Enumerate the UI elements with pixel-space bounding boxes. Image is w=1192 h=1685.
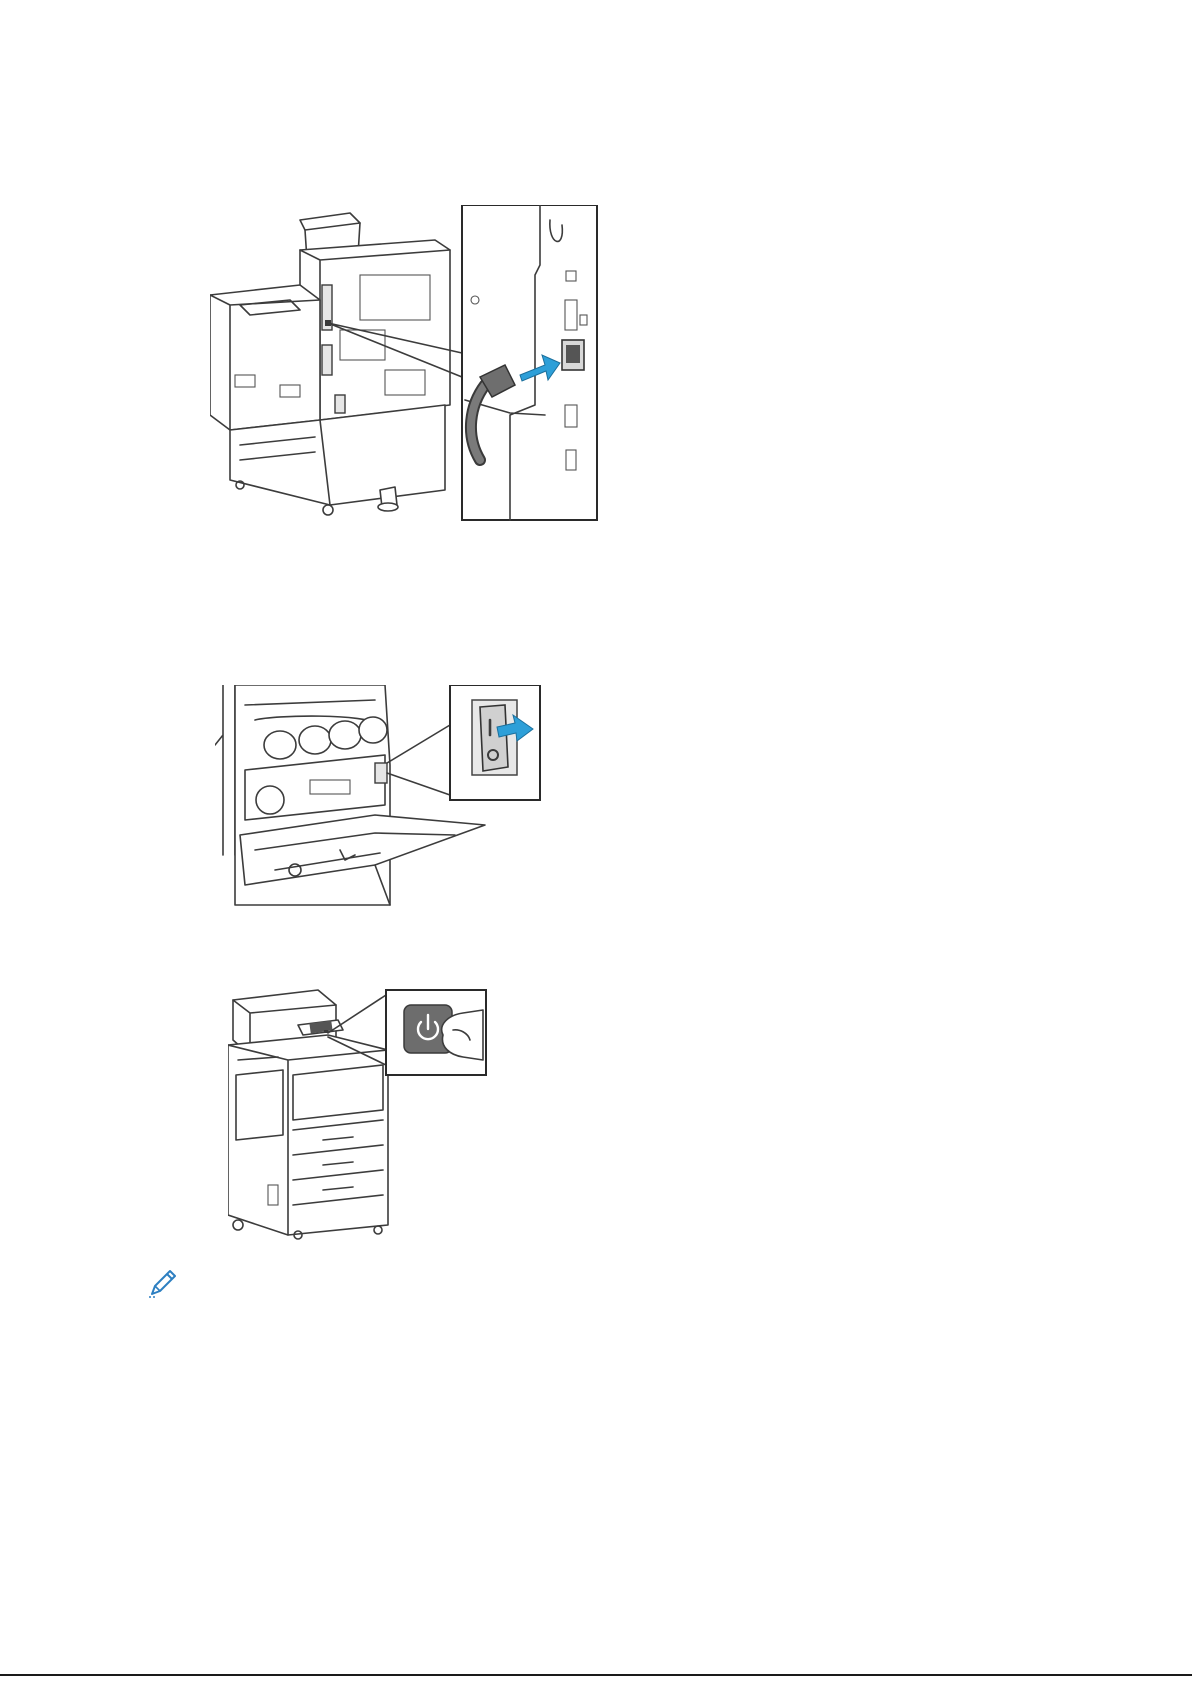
printer-front-open [215, 685, 485, 905]
pencil-note-icon [146, 1266, 180, 1300]
printer-power-switch-illustration [215, 685, 590, 925]
figure-main-power-switch [215, 685, 590, 925]
printer-power-button-illustration [228, 985, 528, 1240]
power-button-callout [386, 990, 486, 1075]
footer-rule [0, 1674, 1192, 1676]
figure-connect-ethernet [210, 205, 650, 565]
ethernet-port-callout [462, 205, 597, 520]
figure-power-button [228, 985, 528, 1240]
printer-ethernet-illustration [210, 205, 650, 565]
printer-front-body [228, 990, 388, 1239]
printer-rear-body [210, 213, 450, 515]
power-switch-callout [450, 685, 540, 800]
